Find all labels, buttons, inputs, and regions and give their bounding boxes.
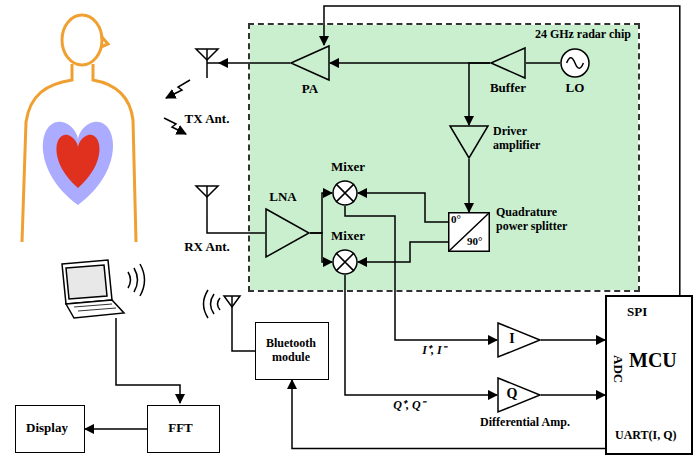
- laptop-icon: [62, 260, 180, 403]
- signal-wire: [469, 63, 490, 125]
- symbol-outline: [490, 47, 526, 79]
- signal-wire: [345, 275, 497, 395]
- node-label: TX Ant.: [179, 112, 235, 127]
- antenna-symbol: RX Ant.: [195, 185, 219, 215]
- signal-wire: [310, 233, 332, 262]
- region-title: 24 GHz radar chip: [505, 28, 631, 42]
- amplifier-symbol: Buffer: [490, 47, 526, 79]
- amplifier-symbol: Driver amplifier: [449, 125, 489, 159]
- node-label: PA: [290, 82, 330, 97]
- signal-wire: [310, 193, 332, 233]
- bluetooth-antenna: [204, 290, 256, 351]
- signal-wire: [358, 242, 448, 262]
- node-label: LNA: [265, 190, 301, 205]
- node-label: Display: [16, 421, 78, 436]
- node-label: SPI: [627, 305, 667, 320]
- mcu-box: SPI ADC MCU UART(I, Q): [605, 295, 693, 455]
- node-label: Buffer: [478, 81, 538, 96]
- signal-wire: [541, 339, 605, 341]
- process-box: Bluetooth module: [255, 322, 329, 380]
- signal-wire: [207, 215, 265, 233]
- amplifier-symbol: PA: [290, 45, 330, 81]
- amplifier-symbol: Q: [497, 377, 541, 413]
- symbol-outline: [265, 208, 310, 258]
- signal-wire: [324, 6, 680, 295]
- amplifier-symbol: I: [497, 322, 541, 358]
- signal-wire: [468, 159, 470, 212]
- node-label: Driver amplifier: [493, 125, 567, 153]
- node-label: FFT: [148, 421, 213, 436]
- node-label: RX Ant.: [179, 240, 235, 255]
- symbol-outline: [497, 377, 541, 413]
- node-label: 90°: [467, 235, 482, 248]
- signal-wire: [292, 380, 605, 449]
- mixer-symbol: Mixer: [332, 249, 358, 275]
- node-label: UART(I, Q): [615, 429, 693, 443]
- node-label: ADC: [610, 355, 625, 383]
- symbol-outline: [195, 48, 219, 78]
- signal-name: Q⁺, Q⁻: [391, 399, 426, 413]
- antenna-symbol: TX Ant.: [195, 48, 219, 78]
- node-label: 0°: [451, 213, 461, 226]
- symbol-outline: [332, 249, 358, 275]
- node-label: I: [504, 331, 520, 347]
- signal-wire: [85, 428, 147, 430]
- annotation-label: Differential Amp.: [480, 416, 570, 430]
- node-label: MCU: [629, 349, 691, 372]
- process-box: FFT: [147, 405, 220, 453]
- node-label: Q: [504, 386, 520, 402]
- process-box: Display: [15, 405, 85, 453]
- signal-wire: [219, 62, 290, 64]
- chip-region: 24 GHz radar chipPABufferLODriver amplif…: [250, 25, 638, 290]
- node-label: Mixer: [328, 160, 368, 175]
- symbol-outline: [332, 180, 358, 206]
- symbol-outline: [497, 322, 541, 358]
- signal-wire: [526, 62, 560, 64]
- signal-name: I⁺, I⁻: [420, 344, 447, 358]
- node-label: Quadrature power splitter: [496, 206, 580, 234]
- symbol-outline: [290, 45, 330, 81]
- mixer-symbol: Mixer: [332, 180, 358, 206]
- symbol-outline: [560, 48, 590, 78]
- signal-wire: [330, 62, 490, 64]
- signal-wire: [358, 193, 448, 222]
- splitter-box: 0°90°Quadrature power splitter: [448, 212, 490, 252]
- node-label: LO: [555, 81, 595, 96]
- signal-wire: [345, 206, 497, 340]
- human-figure: [22, 15, 136, 242]
- amplifier-symbol: LNA: [265, 208, 310, 258]
- oscillator-symbol: LO: [560, 48, 590, 78]
- symbol-outline: [449, 125, 489, 159]
- symbol-outline: [195, 185, 219, 215]
- node-label: Mixer: [328, 229, 368, 244]
- signal-wire: [541, 394, 605, 396]
- node-label: Bluetooth module: [258, 337, 324, 365]
